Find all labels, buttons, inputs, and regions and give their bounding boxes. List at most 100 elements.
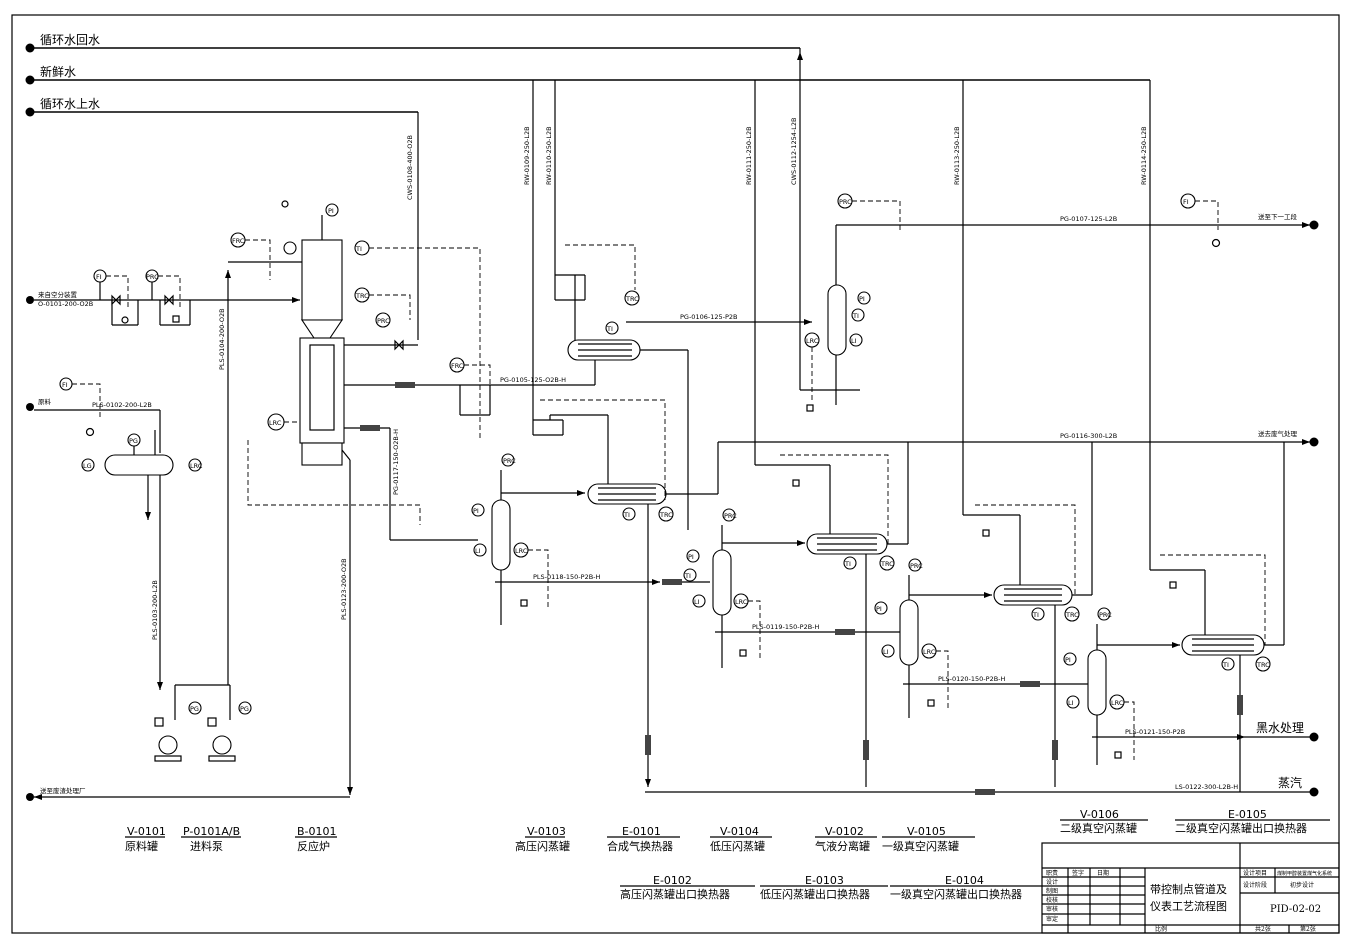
svg-text:PG: PG — [240, 705, 249, 713]
svg-text:PRC: PRC — [377, 317, 390, 325]
svg-text:B-0101: B-0101 — [297, 825, 337, 838]
legend-e0102: E-0102 高压闪蒸罐出口换热器 — [620, 874, 755, 901]
line-label-pls-0119: PLS-0119-150-P2B-H — [752, 623, 820, 631]
svg-text:PI: PI — [688, 553, 694, 561]
svg-text:高压闪蒸罐出口换热器: 高压闪蒸罐出口换热器 — [620, 887, 730, 901]
tb-row-design: 设计 — [1046, 878, 1058, 886]
svg-text:TI: TI — [1222, 661, 1229, 669]
svg-text:LRC: LRC — [515, 547, 528, 555]
separator-v0102: PRC PG-0107-125-L2B PI TI LI LRC FI — [800, 193, 1310, 412]
svg-text:LG: LG — [83, 462, 92, 470]
svg-text:TRC: TRC — [659, 511, 673, 519]
tb-col-date: 日期 — [1097, 869, 1109, 877]
svg-text:TI: TI — [844, 560, 851, 568]
utility-label-cw-return: 循环水回水 — [40, 33, 100, 47]
svg-text:合成气换热器: 合成气换热器 — [607, 839, 673, 853]
equipment-legend: V-0101 原料罐 P-0101A/B 进料泵 B-0101 反应炉 V-01… — [125, 808, 1330, 901]
svg-text:PRC: PRC — [503, 457, 516, 465]
legend-e0105: E-0105 二级真空闪蒸罐出口换热器 — [1175, 808, 1330, 835]
svg-text:E-0102: E-0102 — [653, 874, 692, 887]
air-inlet: 来自空分装置 O-0101-200-O2B FI PRC — [26, 269, 300, 326]
tb-stage-label: 设计阶段 — [1243, 881, 1267, 889]
legend-v0102: V-0102 气液分离罐 — [815, 825, 877, 853]
line-label-pls-0104: PLS-0104-200-O2B — [218, 308, 226, 370]
legend-v0105: V-0105 一级真空闪蒸罐 — [882, 825, 975, 853]
tb-title-2: 仪表工艺流程图 — [1150, 899, 1227, 913]
svg-text:气液分离罐: 气液分离罐 — [815, 839, 870, 853]
svg-text:PI: PI — [473, 507, 479, 515]
flash-v0103: PRC PI LI LRC PLS-0118-150-P2B-H TI TRC — [471, 399, 719, 787]
svg-text:PI: PI — [876, 605, 882, 613]
tb-row-review: 审核 — [1046, 905, 1058, 913]
svg-text:一级真空闪蒸罐出口换热器: 一级真空闪蒸罐出口换热器 — [890, 887, 1022, 901]
legend-e0104: E-0104 一级真空闪蒸罐出口换热器 — [890, 874, 1042, 901]
utility-headers: 循环水回水 新鲜水 循环水上水 — [25, 33, 1150, 117]
tb-drawing-no: PID-02-02 — [1270, 904, 1321, 915]
syngas-line: FRC PG-0105-125-O2B-H — [449, 357, 596, 416]
svg-text:PI: PI — [328, 207, 334, 215]
flash-v0106: PRC PI LI LRC PLS-0121-150-P2B TI TRC — [1063, 442, 1310, 792]
utility-drops: CWS-0108-400-O2B RW-0109-250-L2B RW-0110… — [406, 48, 1151, 570]
legend-e0101: E-0101 合成气换热器 — [607, 825, 680, 853]
svg-text:E-0105: E-0105 — [1228, 808, 1267, 821]
outlet-label-exhaust: 送去废气处理 — [1258, 429, 1298, 438]
svg-text:LRC: LRC — [923, 648, 936, 656]
svg-text:TI: TI — [852, 312, 859, 320]
svg-text:V-0103: V-0103 — [527, 825, 566, 838]
svg-text:LRC: LRC — [1111, 699, 1124, 707]
svg-text:TI: TI — [1032, 611, 1039, 619]
svg-text:PRC: PRC — [146, 273, 159, 281]
pump-a — [158, 735, 178, 755]
legend-v0101: V-0101 原料罐 — [125, 825, 166, 853]
vessel-v0103 — [491, 499, 511, 571]
svg-text:TRC: TRC — [880, 560, 894, 568]
tb-row-duty: 职责 — [1046, 869, 1058, 877]
line-label-pg-0117: PG-0117-150-O2B-H — [392, 429, 400, 495]
line-label-rw-0111: RW-0111-250-L2B — [745, 126, 753, 185]
svg-text:LI: LI — [883, 648, 889, 656]
terminal-dot — [25, 75, 35, 85]
line-label-pg-0105: PG-0105-125-O2B-H — [500, 376, 566, 384]
line-label-ls-0122: LS-0122-300-L2B-H — [1175, 783, 1238, 791]
line-label-rw-0114: RW-0114-250-L2B — [1140, 126, 1148, 185]
line-label-pls-0123: PLS-0123-200-O2B — [340, 558, 348, 620]
svg-text:V-0106: V-0106 — [1080, 808, 1119, 821]
svg-text:E-0103: E-0103 — [805, 874, 844, 887]
terminal-dot — [25, 107, 35, 117]
svg-text:PRC: PRC — [910, 562, 923, 570]
line-label-pls-0103: PLS-0103-200-L2B — [151, 580, 159, 640]
line-label-pg-0116: PG-0116-300-L2B — [1060, 432, 1117, 440]
svg-text:FRC: FRC — [451, 362, 464, 370]
legend-v0103: V-0103 高压闪蒸罐 — [515, 825, 570, 853]
reactor-b0101: PI FRC TI TRC PRC LRC PG-0117-150-O2B-H … — [228, 200, 481, 795]
svg-text:TRC: TRC — [625, 295, 639, 303]
line-label-pls-0121: PLS-0121-150-P2B — [1125, 728, 1185, 736]
legend-e0103: E-0103 低压闪蒸罐出口换热器 — [760, 874, 888, 901]
tb-sheet-no: 第2张 — [1300, 925, 1316, 933]
utility-label-fresh-water: 新鲜水 — [40, 64, 76, 79]
svg-text:进料泵: 进料泵 — [190, 839, 223, 853]
line-label-rw-0113: RW-0113-250-L2B — [953, 126, 961, 185]
tb-col-sign: 签字 — [1072, 869, 1084, 877]
svg-text:TRC: TRC — [1256, 661, 1270, 669]
svg-text:一级真空闪蒸罐: 一级真空闪蒸罐 — [882, 839, 959, 853]
outlet-label-steam: 蒸汽 — [1278, 775, 1302, 790]
svg-text:低压闪蒸罐出口换热器: 低压闪蒸罐出口换热器 — [760, 887, 870, 901]
flash-v0105: PRC PI LI LRC PLS-0120-150-P2B-H TI TRC — [874, 442, 1093, 787]
line-label-pg-0106: PG-0106-125-P2B — [680, 313, 737, 321]
svg-text:高压闪蒸罐: 高压闪蒸罐 — [515, 839, 570, 853]
vessel-v0104 — [712, 549, 732, 616]
title-block: 职责 设计 制图 校核 审核 审定 签字 日期 带控制点管道及 仪表工艺流程图 … — [1041, 842, 1340, 934]
svg-text:原料罐: 原料罐 — [125, 839, 158, 853]
svg-text:二级真空闪蒸罐: 二级真空闪蒸罐 — [1060, 821, 1137, 835]
svg-text:FI: FI — [1183, 198, 1189, 206]
legend-v0104: V-0104 低压闪蒸罐 — [710, 825, 772, 853]
legend-b0101: B-0101 反应炉 — [295, 825, 337, 853]
legend-v0106: V-0106 二级真空闪蒸罐 — [1060, 808, 1148, 835]
svg-text:TI: TI — [606, 325, 613, 333]
tb-sheets-total: 共2张 — [1255, 925, 1271, 933]
svg-text:LRC: LRC — [190, 462, 203, 470]
svg-text:LRC: LRC — [269, 419, 282, 427]
svg-text:TRC: TRC — [1065, 611, 1079, 619]
